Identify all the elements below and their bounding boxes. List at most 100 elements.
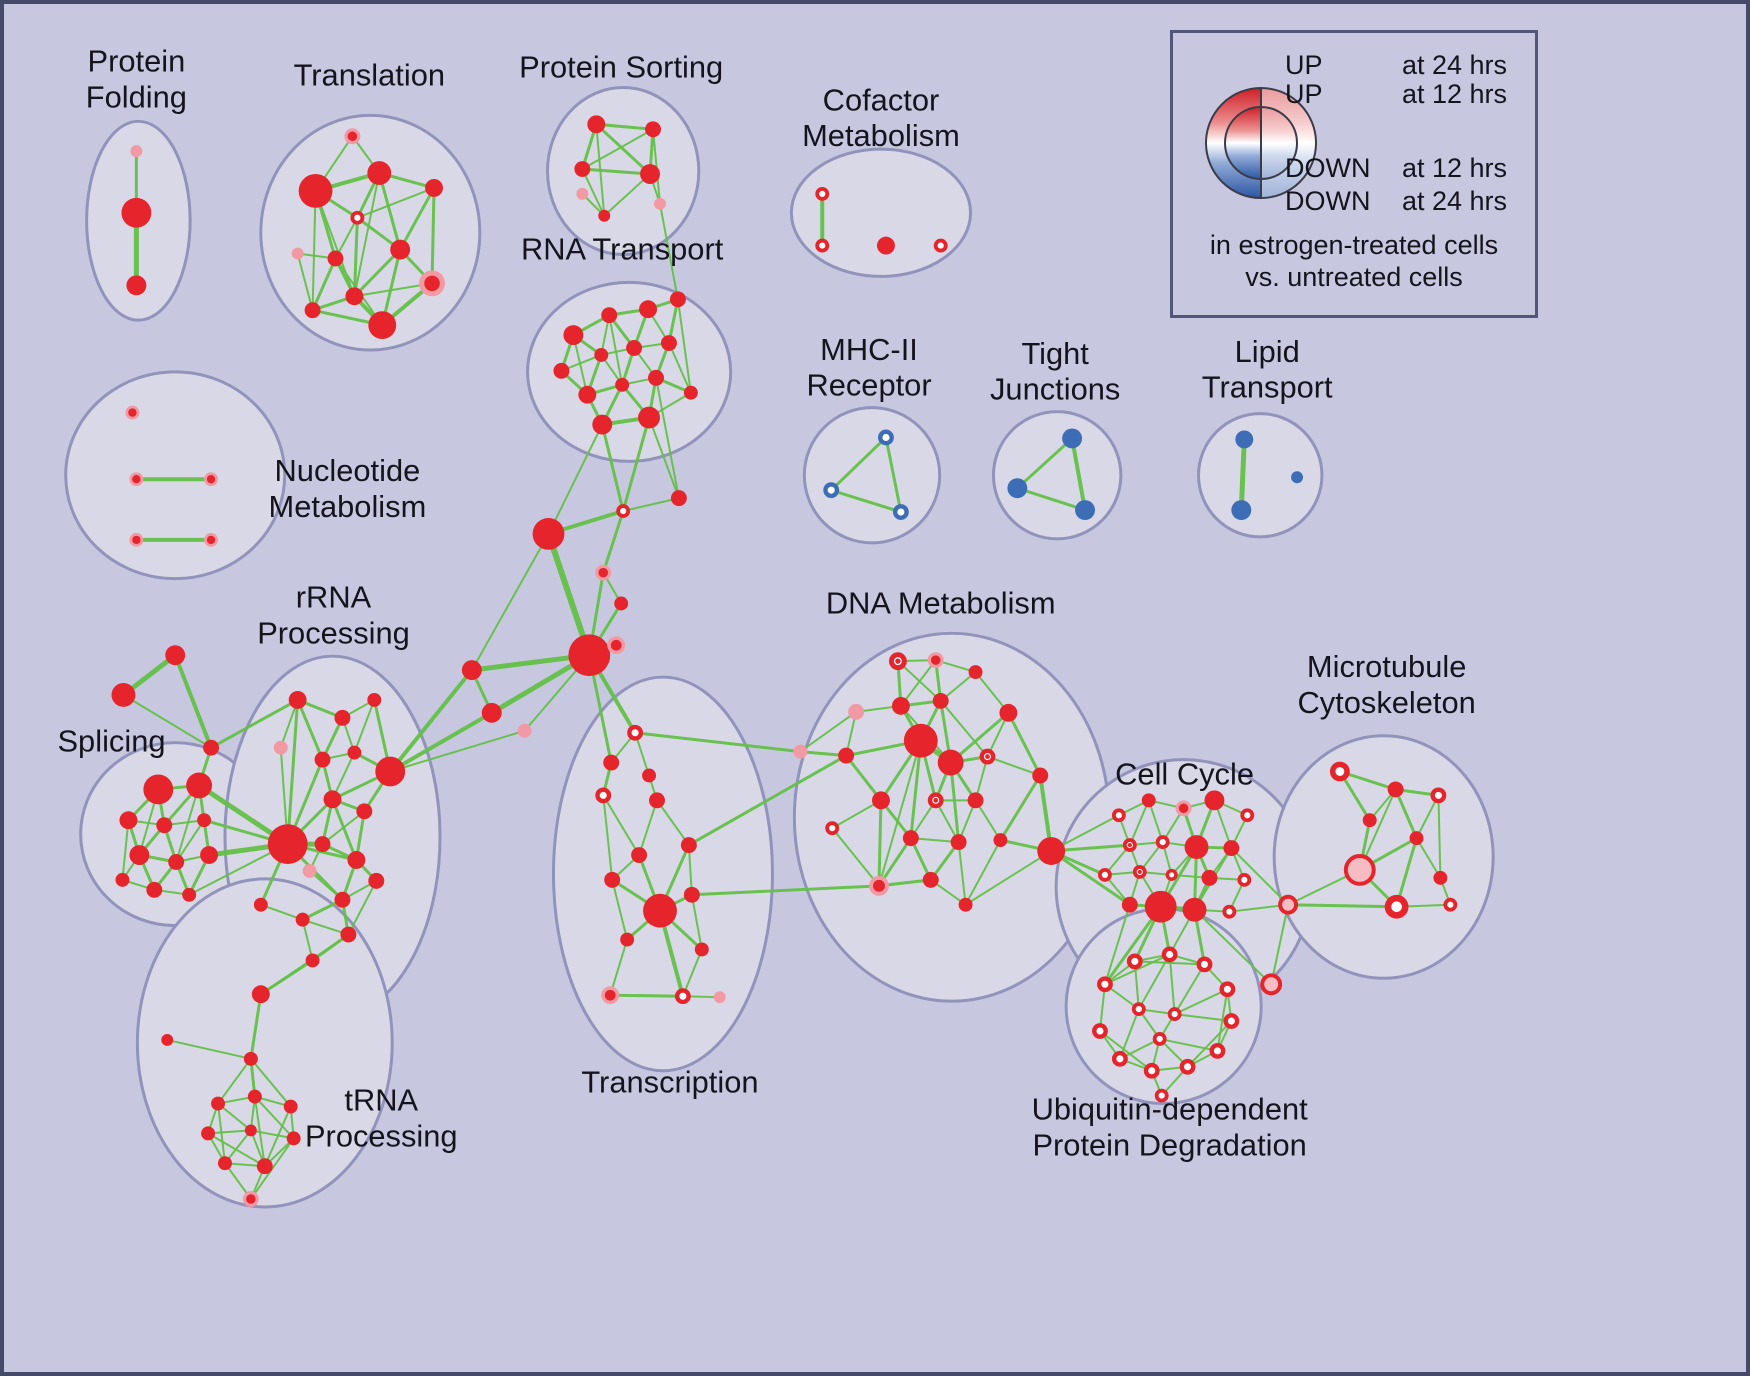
node-rr9 <box>323 790 342 809</box>
legend-row-down-12: DOWN at 12 hrs <box>1173 153 1535 183</box>
edge-rr2-rr6 <box>296 698 325 762</box>
legend-dir-label: DOWN <box>1285 186 1371 216</box>
legend-time-label: at 12 hrs <box>1401 153 1507 183</box>
node-rr19 <box>253 897 268 912</box>
cluster-lipid-transport <box>1197 412 1324 539</box>
node-tl1 <box>344 128 361 145</box>
edge-g2-rr1 <box>388 710 494 774</box>
edge-dm12-dm19 <box>998 773 1042 842</box>
edge-ub9-ub11 <box>1098 1030 1153 1072</box>
edge-tl6-tl11 <box>296 252 314 312</box>
node-ub11 <box>1092 1023 1108 1039</box>
node-mc6 <box>1343 854 1376 886</box>
node-tl4 <box>425 178 443 197</box>
edge-tn3-tn4 <box>217 1057 252 1105</box>
edge-tc4-tc7 <box>602 794 641 857</box>
node-dm13 <box>872 791 890 810</box>
node-cm3 <box>876 236 895 255</box>
node-tl5 <box>350 210 365 225</box>
edge-rr15-rr17 <box>347 879 378 936</box>
node-cc15 <box>1144 890 1177 923</box>
edge-dm6-dm11 <box>939 699 989 758</box>
node-cc17 <box>1222 904 1237 919</box>
edge-tc12-tc14 <box>681 948 703 998</box>
cluster-label-rna-transport: RNA Transport <box>521 232 724 267</box>
edge-tn8-tn10 <box>223 1129 252 1165</box>
edge-rt12-ch1 <box>600 423 625 513</box>
node-tn2 <box>161 1033 174 1046</box>
legend-row-up-24: UP at 24 hrs <box>1173 50 1535 80</box>
node-dm19 <box>993 833 1008 848</box>
up-down-rings-icon <box>1205 87 1317 199</box>
edge-cc16-ex1 <box>1193 908 1273 986</box>
node-tc14 <box>674 988 691 1005</box>
node-rt12 <box>592 414 613 435</box>
node-mc7 <box>1384 894 1409 919</box>
node-tc5 <box>649 792 665 809</box>
node-dm3 <box>968 665 983 680</box>
edge-tl3-tl8 <box>377 171 402 252</box>
node-ub15 <box>1154 1088 1169 1103</box>
node-cc4 <box>1204 790 1225 811</box>
node-dm5 <box>891 696 910 715</box>
node-dm16 <box>825 821 840 836</box>
node-rt14 <box>683 385 698 400</box>
node-mh2 <box>823 482 840 499</box>
edge-rt4-rt14 <box>676 298 692 394</box>
node-mcb <box>1278 894 1299 915</box>
edge-mh1-mh2 <box>829 435 888 492</box>
node-dm17 <box>902 830 919 847</box>
edge-ub13-ub5 <box>1173 988 1229 1016</box>
node-rr12 <box>347 851 366 869</box>
edge-mc3-mc5 <box>1415 794 1440 840</box>
edge-rt1-rt9 <box>572 334 589 396</box>
node-cm4 <box>933 238 948 253</box>
edge-mc3-mc8 <box>1437 794 1442 879</box>
edge-dm8-dm13 <box>844 754 883 802</box>
node-dm2 <box>927 652 944 669</box>
node-tc1 <box>627 724 644 741</box>
node-mc5 <box>1409 831 1424 846</box>
edge-mcb-mc7 <box>1286 903 1399 909</box>
node-dm7 <box>999 703 1018 722</box>
node-rt9 <box>578 385 597 404</box>
node-ccb <box>1037 837 1066 865</box>
legend-row-down-24: DOWN at 24 hrs <box>1173 186 1535 216</box>
cluster-label-translation: Translation <box>294 58 445 93</box>
node-tl10 <box>345 287 364 306</box>
cluster-dna-metabolism <box>792 631 1111 1003</box>
edge-ps7-rt4 <box>658 202 679 301</box>
edge-br1-dm4 <box>799 710 858 753</box>
edge-g3-rr1 <box>389 729 526 773</box>
node-sp4 <box>156 817 173 834</box>
edge-dm22-ccb <box>964 850 1053 906</box>
node-hub <box>568 634 611 677</box>
edge-dm10-dm18 <box>949 761 961 844</box>
edge-ch3-g1 <box>470 532 550 672</box>
edge-t2-t3 <box>122 693 213 749</box>
node-ub5 <box>1219 981 1236 998</box>
legend-caption-line1: in estrogen-treated cells <box>1209 230 1499 260</box>
node-ch1 <box>616 504 631 518</box>
edge-tl8-tl10 <box>352 248 402 298</box>
node-rr1 <box>375 756 406 787</box>
node-pf3 <box>126 275 147 296</box>
node-ub13 <box>1167 1007 1182 1022</box>
node-tn1 <box>251 985 270 1004</box>
edge-tc8-tc11 <box>611 878 629 941</box>
edge-ch1-ch2 <box>622 497 680 513</box>
cluster-trna-processing <box>135 877 394 1209</box>
node-ub1 <box>1097 976 1113 993</box>
node-rr8 <box>267 824 308 864</box>
edge-ub5-ub7 <box>1216 988 1229 1052</box>
node-tc3 <box>642 768 657 783</box>
node-ch5 <box>614 596 629 611</box>
node-mh3 <box>892 504 909 520</box>
node-ch3 <box>532 517 565 550</box>
node-tc6 <box>680 837 697 854</box>
